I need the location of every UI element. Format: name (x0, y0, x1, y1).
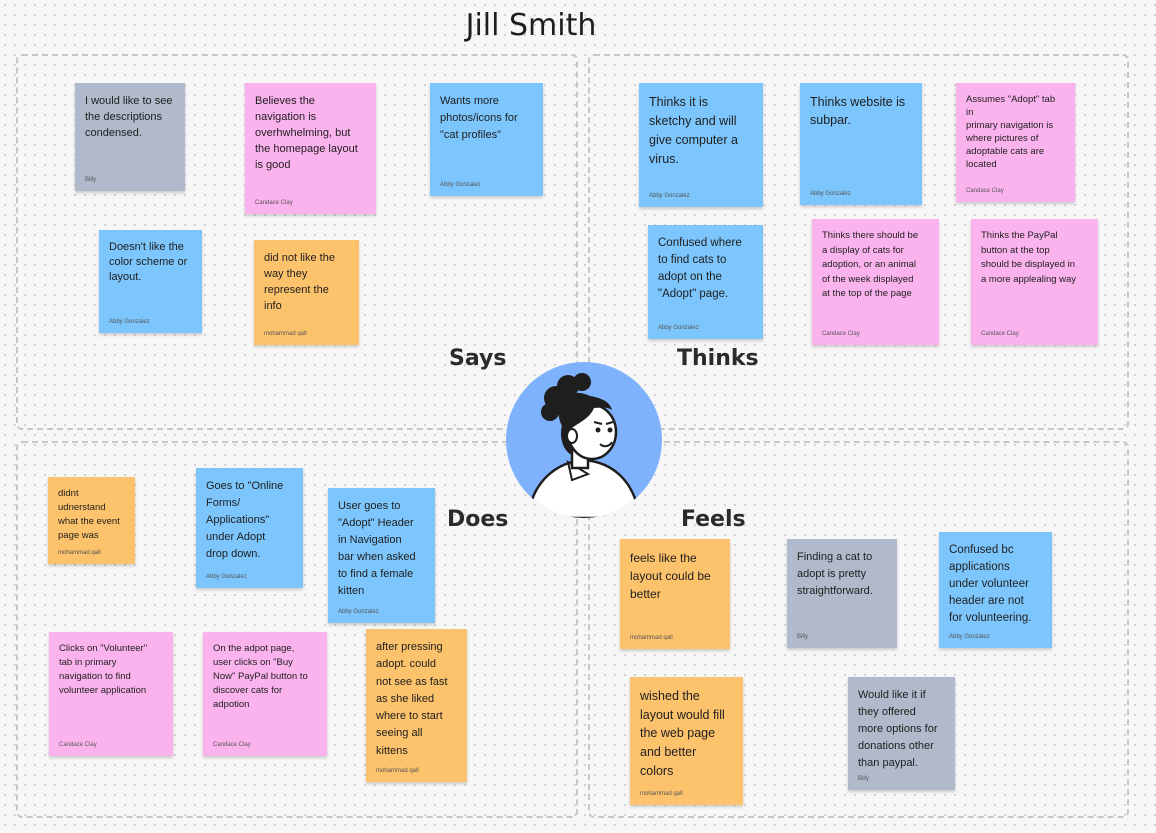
sticky-note[interactable]: Would like it if they offered more optio… (848, 677, 955, 790)
note-text: Would like it if they offered more optio… (858, 689, 938, 769)
note-author: mohammad qall (376, 768, 419, 774)
note-text: did not like the way they represent the … (264, 252, 335, 312)
note-author: mohammad qall (630, 635, 673, 641)
sticky-note[interactable]: Assumes "Adopt" tab in primary navigatio… (956, 83, 1075, 202)
note-author: Candace Clay (213, 742, 251, 748)
note-text: Believes the navigation is overhwhelming… (255, 95, 358, 171)
note-author: Candace Clay (255, 200, 293, 206)
says-quadrant (16, 54, 578, 430)
says-label: Says (449, 346, 507, 371)
note-author: mohammad qall (264, 331, 307, 337)
persona-illustration-icon (526, 373, 642, 518)
sticky-note[interactable]: Thinks the PayPal button at the top shou… (971, 219, 1098, 345)
sticky-note[interactable]: Thinks it is sketchy and will give compu… (639, 83, 763, 207)
note-text: Confused bc applications under volunteer… (949, 544, 1032, 624)
sticky-note[interactable]: Confused bc applications under volunteer… (939, 532, 1052, 648)
does-label: Does (447, 507, 509, 532)
note-author: Candace Clay (59, 742, 97, 748)
sticky-note[interactable]: Believes the navigation is overhwhelming… (245, 83, 376, 214)
note-author: Candace Clay (981, 331, 1019, 337)
note-text: Doesn't like the color scheme or layout. (109, 241, 188, 283)
note-author: Abby Gonzalez (109, 319, 150, 325)
note-text: I would like to see the descriptions con… (85, 95, 173, 139)
note-text: On the adpot page, user clicks on "Buy N… (213, 643, 308, 710)
note-author: Abby Gonzalez (649, 193, 690, 199)
note-author: Billy (85, 177, 97, 183)
sticky-note[interactable]: Thinks website is subpar. Abby Gonzalez (800, 83, 922, 205)
note-author: Candace Clay (966, 188, 1004, 194)
note-author: Billy (797, 634, 809, 640)
sticky-note[interactable]: Finding a cat to adopt is pretty straigh… (787, 539, 897, 648)
note-text: Thinks there should be a display of cats… (822, 230, 919, 299)
note-text: Goes to "Online Forms/ Applications" und… (206, 480, 284, 560)
thinks-quadrant (588, 54, 1129, 430)
sticky-note[interactable]: feels like the layout could be better mo… (620, 539, 730, 649)
note-text: after pressing adopt. could not see as f… (376, 641, 448, 757)
sticky-note[interactable]: Confused where to find cats to adopt on … (648, 225, 763, 339)
thinks-label: Thinks (677, 346, 759, 371)
sticky-note[interactable]: didnt udnerstand what the event page was… (48, 477, 135, 564)
note-text: wished the layout would fill the web pag… (640, 689, 725, 778)
sticky-note[interactable]: On the adpot page, user clicks on "Buy N… (203, 632, 327, 756)
persona-avatar (506, 362, 662, 518)
sticky-note[interactable]: after pressing adopt. could not see as f… (366, 629, 467, 782)
sticky-note[interactable]: Clicks on "Volunteer" tab in primary nav… (49, 632, 173, 756)
note-text: Thinks the PayPal button at the top shou… (981, 230, 1077, 285)
note-text: didnt udnerstand what the event page was (58, 488, 120, 541)
does-quadrant (16, 441, 578, 818)
note-text: Thinks website is subpar. (810, 95, 906, 127)
note-text: User goes to "Adopt" Header in Navigatio… (338, 500, 416, 597)
sticky-note[interactable]: did not like the way they represent the … (254, 240, 359, 345)
note-author: Abby Gonzalez (949, 634, 990, 640)
note-author: Abby Gonzalez (810, 191, 851, 197)
sticky-note[interactable]: I would like to see the descriptions con… (75, 83, 185, 191)
note-text: Clicks on "Volunteer" tab in primary nav… (59, 643, 148, 696)
note-author: Abby Gonzalez (440, 182, 481, 188)
sticky-note[interactable]: User goes to "Adopt" Header in Navigatio… (328, 488, 435, 623)
sticky-note[interactable]: Goes to "Online Forms/ Applications" und… (196, 468, 303, 588)
feels-label: Feels (681, 507, 746, 532)
note-text: Thinks it is sketchy and will give compu… (649, 95, 738, 166)
note-author: Abby Gonzalez (206, 574, 247, 580)
note-author: mohammad qall (58, 550, 101, 556)
sticky-note[interactable]: Doesn't like the color scheme or layout.… (99, 230, 202, 333)
sticky-note[interactable]: Wants more photos/icons for "cat profile… (430, 83, 543, 196)
note-text: Confused where to find cats to adopt on … (658, 237, 742, 300)
note-author: Candace Clay (822, 331, 860, 337)
note-text: Finding a cat to adopt is pretty straigh… (797, 551, 873, 597)
note-author: Abby Gonzalez (338, 609, 379, 615)
note-text: feels like the layout could be better (630, 551, 711, 601)
note-text: Assumes "Adopt" tab in primary navigatio… (966, 94, 1056, 170)
note-text: Wants more photos/icons for "cat profile… (440, 95, 518, 141)
sticky-note[interactable]: wished the layout would fill the web pag… (630, 677, 743, 805)
feels-quadrant (588, 441, 1129, 818)
board-title: Jill Smith (465, 8, 597, 43)
note-author: Billy (858, 776, 870, 782)
sticky-note[interactable]: Thinks there should be a display of cats… (812, 219, 939, 345)
note-author: mohammad qall (640, 791, 683, 797)
note-author: Abby Gonzalez (658, 325, 699, 331)
